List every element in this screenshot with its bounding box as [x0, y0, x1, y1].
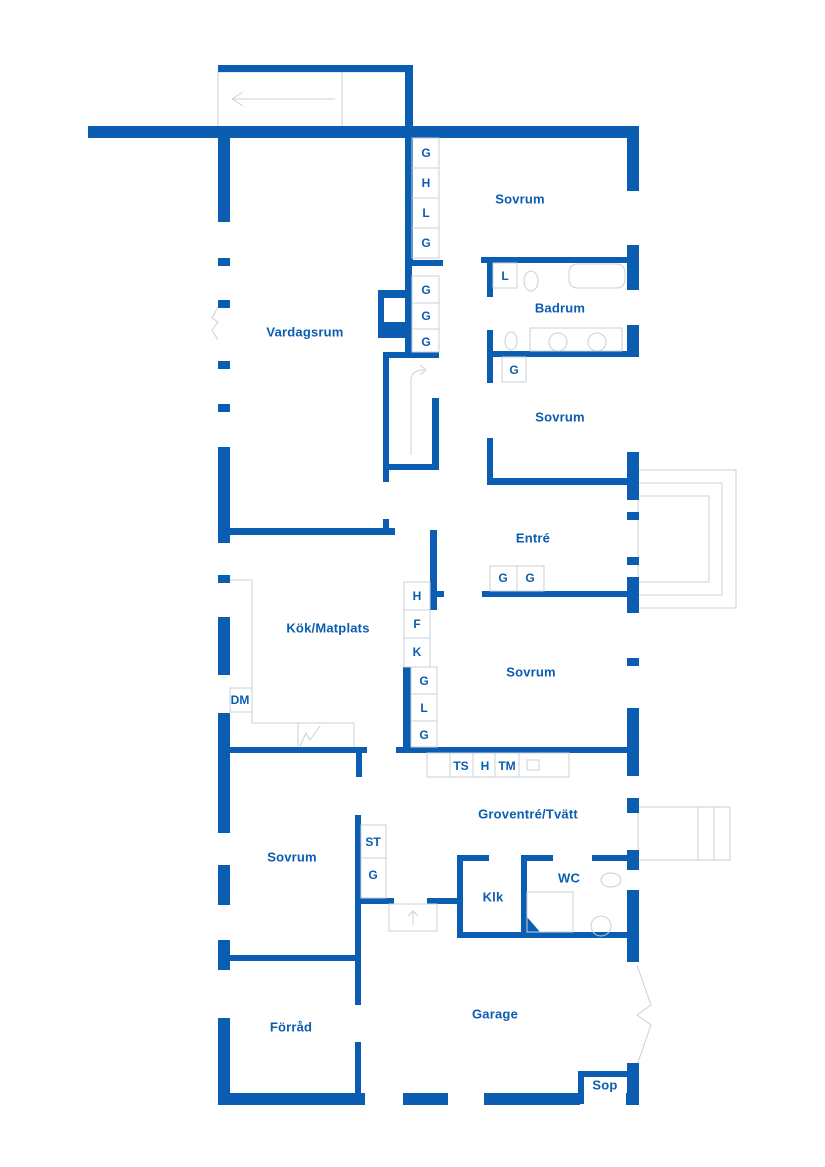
- cabinet-label: G: [421, 236, 431, 250]
- cabinet-label: L: [420, 701, 428, 715]
- room-label: Groventré/Tvätt: [478, 806, 578, 822]
- cabinet-label: G: [368, 868, 378, 882]
- cabinet-label: H: [412, 589, 422, 603]
- room-label: Badrum: [534, 300, 586, 316]
- room-label: Sovrum: [506, 664, 556, 680]
- cabinet-label: TM: [498, 759, 516, 773]
- cabinet-label: DM: [230, 693, 250, 707]
- fixtures: [229, 137, 626, 937]
- cabinet-label: G: [525, 571, 535, 585]
- cabinet-label: G: [421, 309, 431, 323]
- cabinet-label: G: [419, 728, 429, 742]
- entrance-steps: [637, 469, 737, 609]
- cabinet-label: H: [421, 176, 431, 190]
- cabinet-label: G: [421, 335, 431, 349]
- room-label: Sovrum: [535, 409, 585, 425]
- cabinet-label: L: [501, 269, 509, 283]
- cabinet-label: F: [413, 617, 421, 631]
- cabinet-label: ST: [365, 835, 381, 849]
- room-label: WC: [557, 870, 581, 886]
- room-label: Vardagsrum: [266, 324, 344, 340]
- room-label: Klk: [482, 889, 504, 905]
- cabinet-label: K: [412, 645, 422, 659]
- cabinet-label: G: [421, 146, 431, 160]
- cabinet-label: G: [509, 363, 519, 377]
- cabinet-label: L: [422, 206, 430, 220]
- walls: [88, 65, 639, 1105]
- cabinet-label: H: [480, 759, 490, 773]
- room-label: Sop: [592, 1077, 618, 1093]
- carport-outline: [217, 71, 409, 129]
- cabinet-label: TS: [453, 759, 469, 773]
- room-label: Sovrum: [495, 191, 545, 207]
- cabinet-label: G: [419, 674, 429, 688]
- room-label: Entré: [515, 530, 551, 546]
- room-label: Garage: [471, 1006, 519, 1022]
- room-label: Förråd: [269, 1019, 313, 1035]
- room-label: Kök/Matplats: [286, 620, 370, 636]
- cabinet-label: G: [498, 571, 508, 585]
- room-label: Sovrum: [267, 849, 317, 865]
- side-steps: [637, 806, 731, 861]
- cabinet-label: G: [421, 283, 431, 297]
